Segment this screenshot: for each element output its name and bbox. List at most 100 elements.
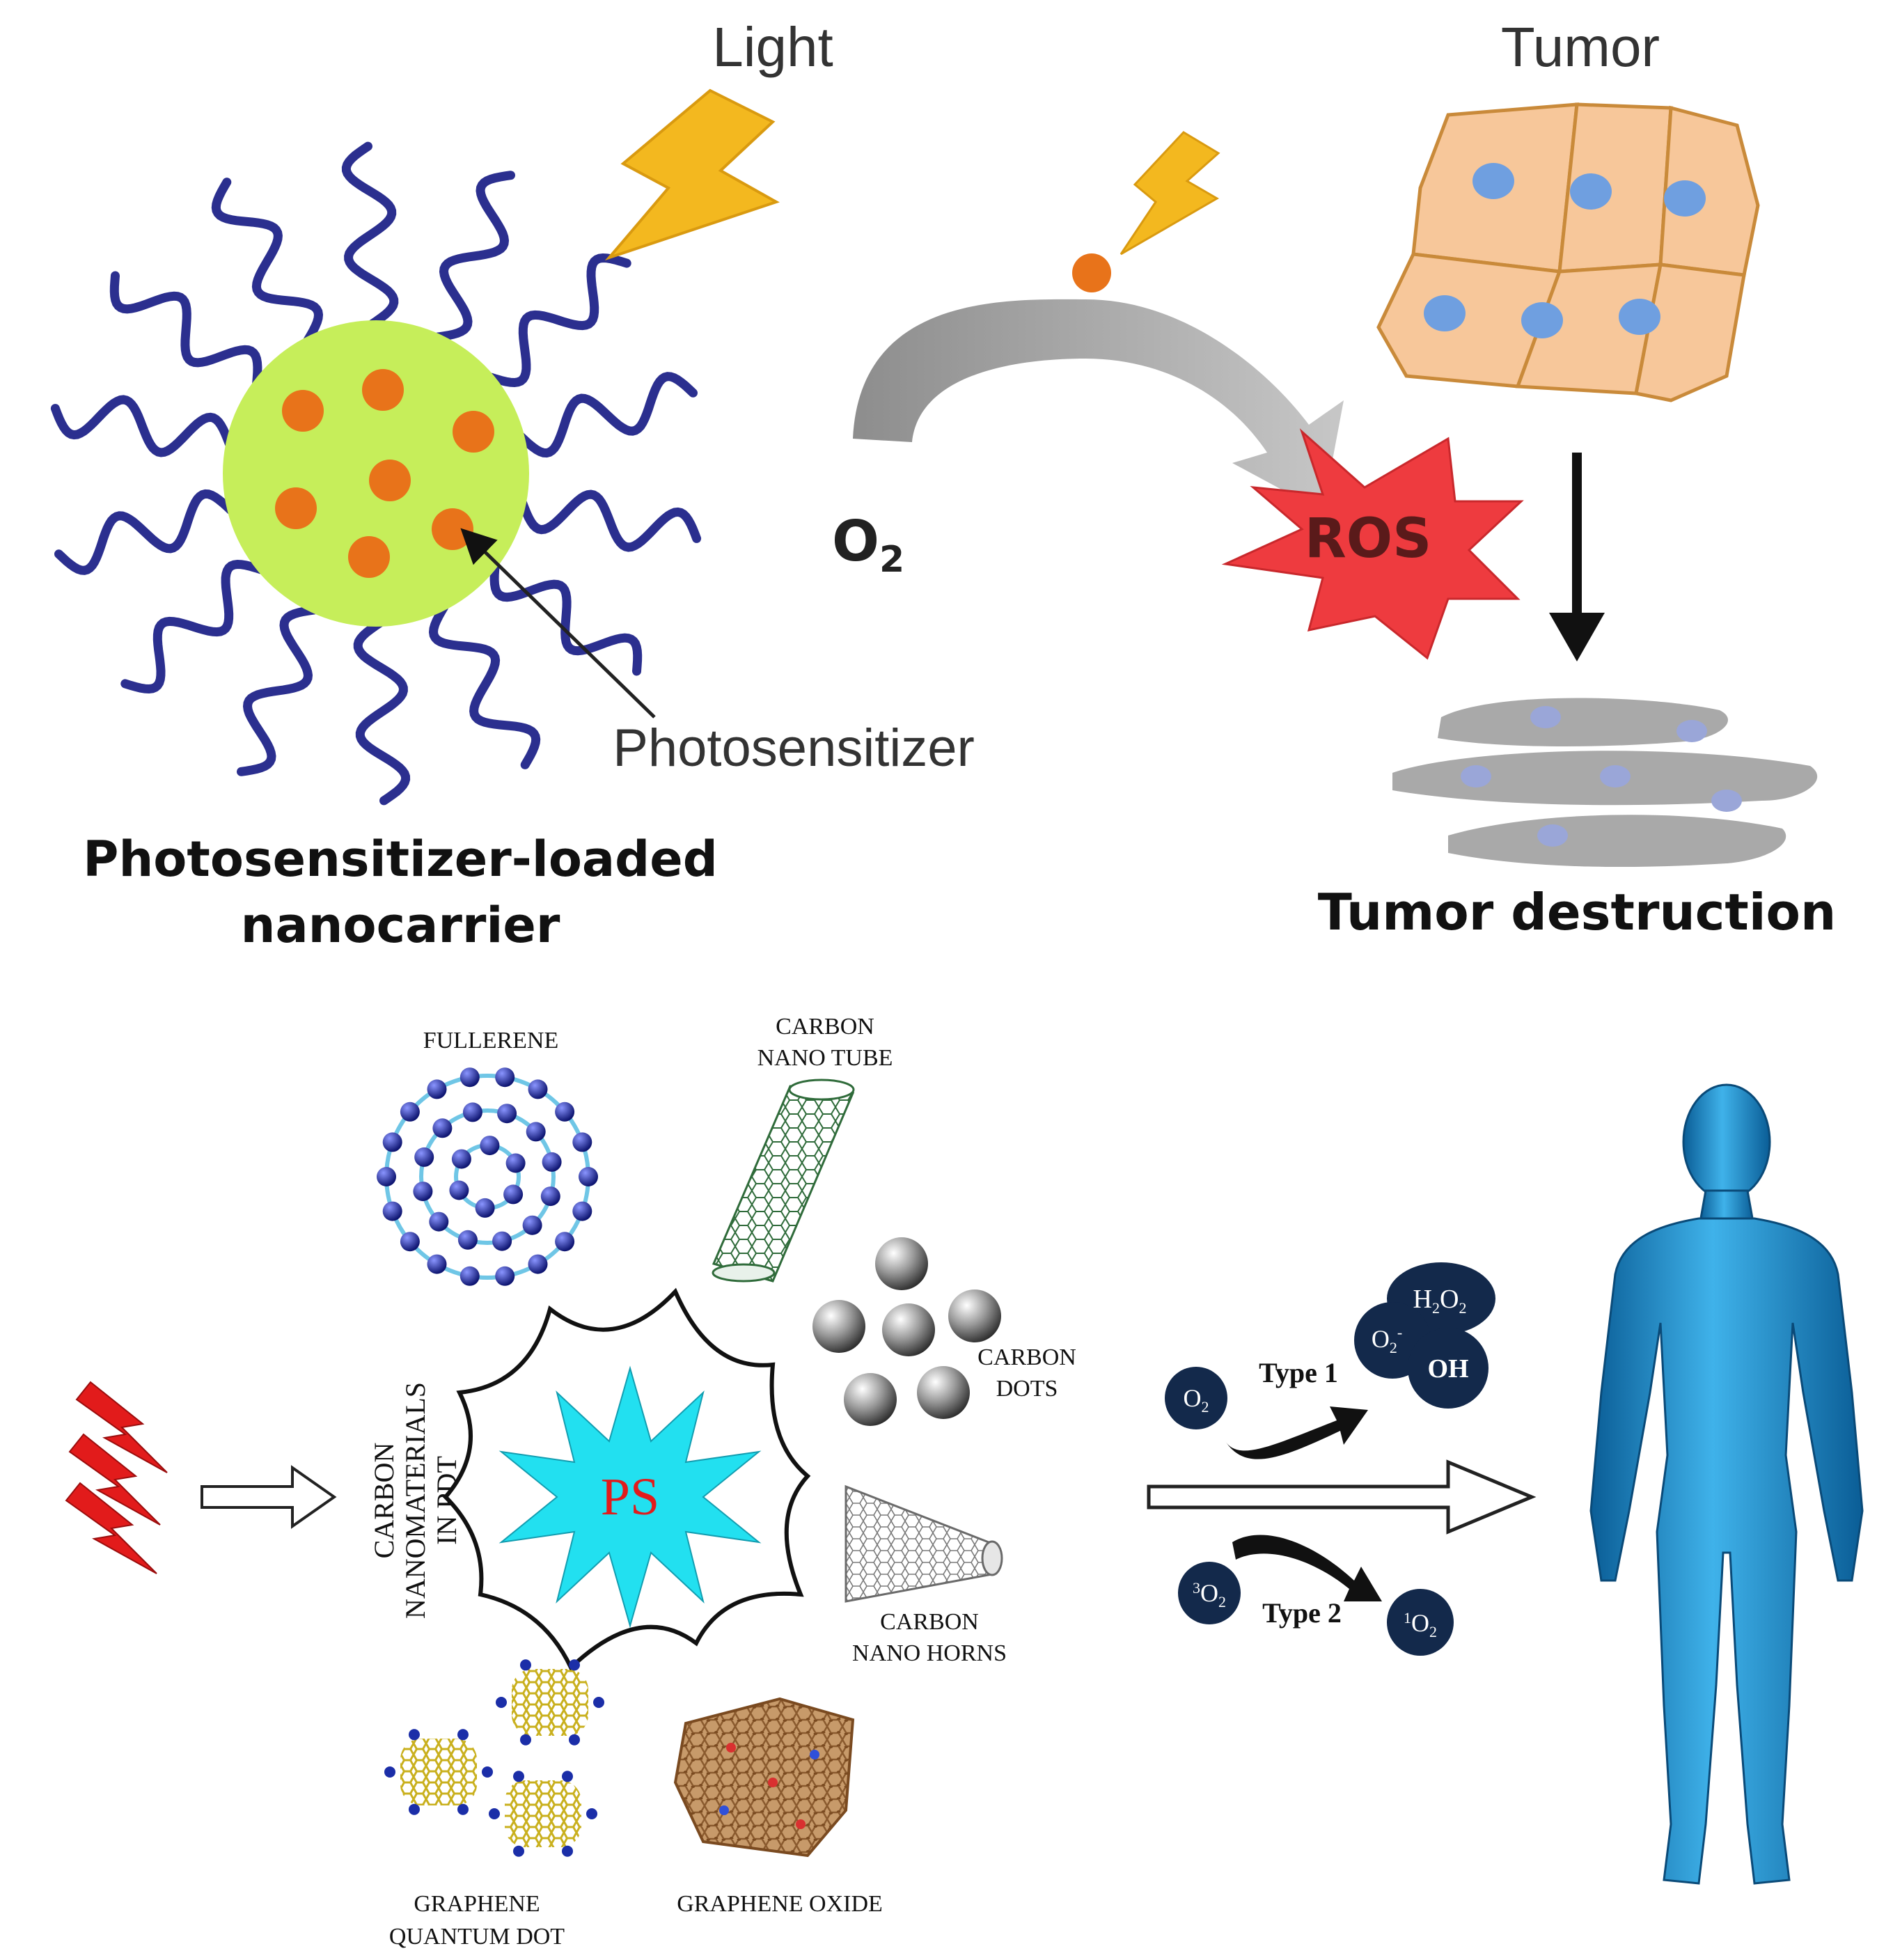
nanocarrier [50,141,702,806]
light-label: Light [712,16,833,78]
type2-arrow [1232,1535,1382,1601]
edge-atom [482,1766,493,1778]
fullerene-atom [427,1254,447,1274]
fullerene-atom [540,1186,560,1207]
fullerene-atom [451,1149,471,1169]
svg-text:O2: O2 [1184,1384,1209,1416]
destruction-arrow-head [1549,613,1605,661]
nanotube-label-line1: CARBON [776,1014,874,1040]
svg-text:O2-: O2- [1372,1324,1402,1356]
gqd-label-line2: QUANTUM DOT [389,1924,565,1950]
type1-arrow [1225,1406,1368,1459]
graphene-quantum-dot [512,1669,588,1736]
tumor-nuclei [1424,163,1706,338]
fullerene-atom [528,1254,548,1274]
photosensitizer-dots [275,369,494,578]
bottom-panel: CARBON NANOMATERIALS IN PDT PS FULLERENE… [65,1014,1864,1950]
edge-atom [569,1734,580,1746]
small-light-bolt-icon [1120,131,1220,256]
edge-atom [489,1808,500,1819]
edge-atom [457,1729,469,1741]
fullerene-atom [457,1230,478,1250]
carbon-nanohorn [845,1484,1003,1603]
svg-text:1O2: 1O2 [1404,1609,1437,1640]
svg-text:OH: OH [1427,1354,1468,1383]
go-label: GRAPHENE OXIDE [677,1891,883,1917]
fullerene-atom [497,1104,517,1124]
fullerene-atom [542,1152,562,1172]
fullerene-atom [505,1153,526,1173]
fullerene-atom [522,1215,542,1235]
polymer-chain [516,372,698,458]
nanocarrier-caption-line2: nanocarrier [241,897,560,954]
polymer-chain [518,489,702,552]
type1-reaction: O2 Type 1 H2O2 O2- OH [1165,1262,1495,1459]
polymer-chain [50,395,234,457]
edge-atom [520,1734,531,1746]
fullerene-atom [413,1182,433,1202]
fullerene-atom [572,1201,592,1221]
reaction-arrow [853,299,1344,512]
fullerene-atom [528,1079,548,1099]
edge-atom [513,1771,524,1782]
graphene-quantum-dot [505,1780,581,1847]
edge-atom [384,1766,395,1778]
input-arrow [201,1465,337,1529]
fullerene-atom [495,1266,515,1286]
tumor-label: Tumor [1501,16,1660,78]
top-panel: Light Photosensitizer Photosensitizer-lo… [50,16,1836,954]
ps-star [498,1365,762,1629]
polymer-chain [428,602,541,769]
excited-photosensitizer [1072,253,1111,292]
fullerene-atom [382,1132,402,1152]
polymer-chain [433,171,515,342]
fullerene-atom [449,1180,469,1200]
ros-label: ROS [1305,508,1432,570]
nanocarrier-caption-line1: Photosensitizer-loaded [83,831,718,888]
fullerene-atom [382,1201,402,1221]
oxygen-label: O2 [832,509,904,581]
fullerene-atom [459,1067,480,1088]
fullerene-atom [429,1212,449,1232]
fullerene-atom [377,1167,396,1186]
fullerene-atom [555,1232,575,1252]
polymer-chain [489,559,643,676]
edge-atom [569,1659,580,1671]
fullerene-atom [572,1132,592,1152]
graphene-oxide-sheet [673,1697,855,1858]
graphene-quantum-dots [384,1659,604,1857]
polymer-chain [54,489,236,575]
ros-burst [1221,428,1524,660]
fullerene-atom [555,1101,575,1122]
fullerene-atom [579,1167,598,1186]
carbon-nanotube [712,1079,855,1283]
nanotube-label-line2: NANO TUBE [757,1045,893,1071]
polymer-chains [50,141,702,806]
fullerene-atom [475,1198,495,1218]
output-arrow [1147,1459,1537,1535]
horns-label-line1: CARBON [880,1609,979,1635]
red-light-bolts-icon [65,1381,168,1574]
fullerene-atom [432,1118,453,1138]
edge-atom [496,1697,507,1708]
fullerene-label: FULLERENE [423,1028,559,1053]
destroyed-nuclei [1461,706,1742,847]
type1-label: Type 1 [1259,1357,1338,1388]
edge-atom [593,1697,604,1708]
fullerene-atom [427,1079,447,1099]
svg-text:NANOMATERIALS: NANOMATERIALS [400,1382,431,1619]
fullerene-atom [400,1101,420,1122]
edge-atom [562,1771,573,1782]
polymer-chain [120,559,266,694]
edge-atom [586,1808,597,1819]
fullerene-atom [400,1232,420,1252]
svg-text:3O2: 3O2 [1193,1579,1226,1610]
graphene-quantum-dot [400,1739,477,1805]
fullerene-atom [495,1067,515,1088]
carbon-dots [812,1237,1001,1426]
edge-atom [520,1659,531,1671]
dots-label-line1: CARBON [977,1344,1076,1370]
fullerene-atom [480,1136,500,1156]
svg-text:CARBON: CARBON [368,1443,400,1559]
light-bolt-icon [604,88,780,261]
